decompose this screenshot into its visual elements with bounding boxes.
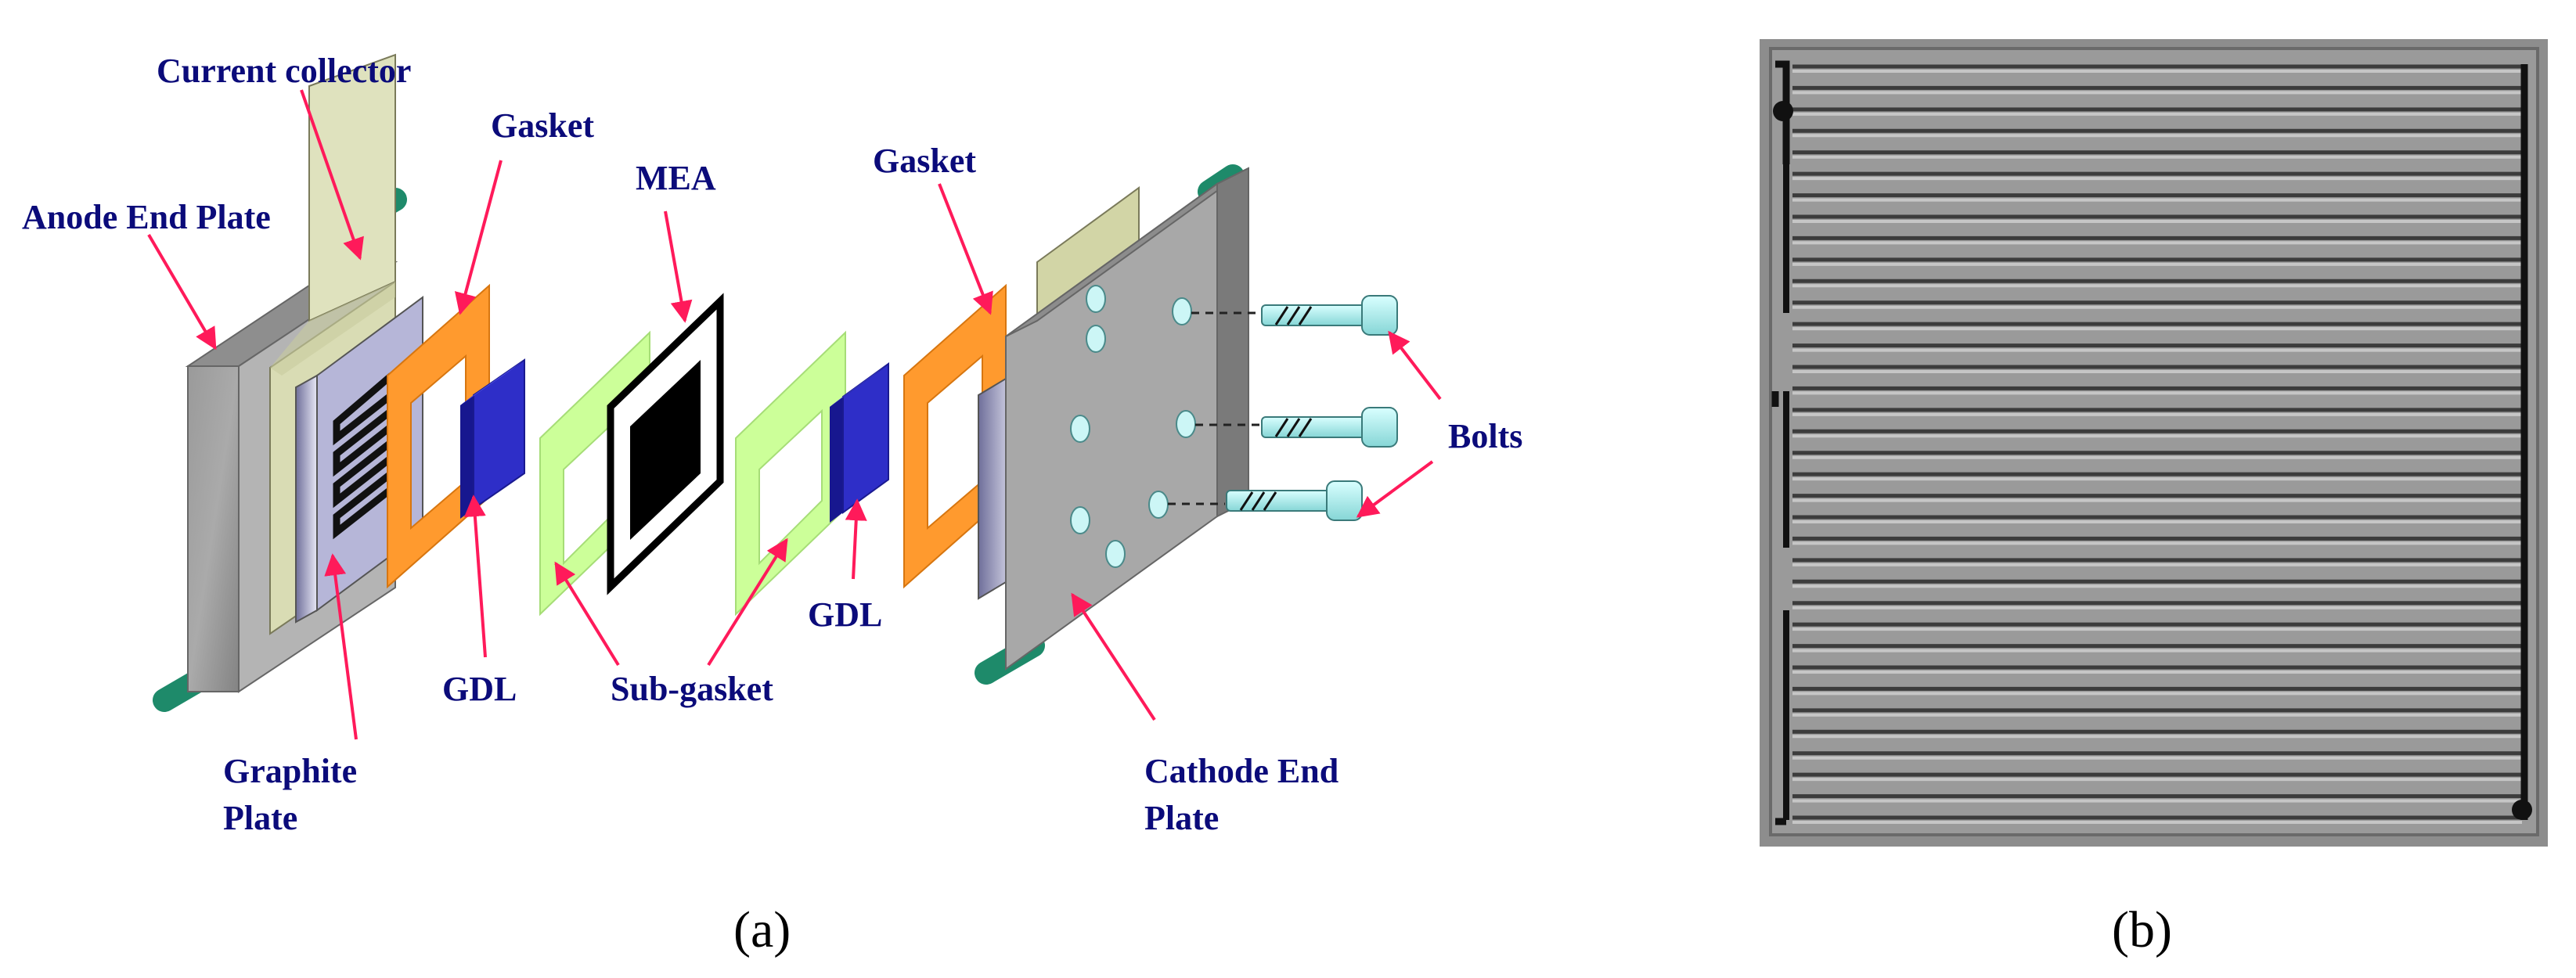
- label-graphite-plate-line2: Plate: [223, 799, 297, 837]
- leader-sub-gasket-right: [707, 538, 788, 667]
- leader-current-collector: [300, 89, 364, 261]
- bolt-1: [1261, 295, 1398, 336]
- label-current-collector: Current collector: [157, 52, 411, 90]
- leader-bolt-1: [1388, 330, 1442, 401]
- label-mea: MEA: [636, 159, 716, 197]
- label-gasket-right: Gasket: [873, 142, 976, 180]
- flow-plate-inlet-port: [1773, 101, 1793, 121]
- label-anode-end-plate: Anode End Plate: [22, 198, 271, 236]
- label-gasket-left: Gasket: [491, 106, 594, 145]
- flow-plate-headers: [1771, 60, 2528, 825]
- flow-field-plate-photo: (b): [1760, 39, 2548, 958]
- label-cathode-end-plate-line1: Cathode End: [1144, 752, 1338, 790]
- label-gdl-left: GDL: [442, 670, 517, 708]
- leader-cathode-end-plate: [1071, 592, 1156, 721]
- label-gdl-right: GDL: [808, 595, 882, 634]
- leader-sub-gasket-left: [554, 561, 620, 667]
- bolt-3: [1226, 480, 1363, 521]
- leader-anode-end-plate: [147, 233, 217, 351]
- leader-bolt-3: [1356, 460, 1434, 518]
- gdl-right: [830, 362, 889, 523]
- gdl-left: [460, 358, 525, 519]
- label-sub-gasket: Sub-gasket: [611, 670, 773, 708]
- flow-channels: [1783, 64, 2527, 824]
- leader-lines: [147, 89, 1442, 740]
- label-graphite-plate-line1: Graphite: [223, 752, 357, 790]
- cathode-end-plate: [1005, 167, 1249, 671]
- flow-plate-frame: [1769, 47, 2539, 836]
- leader-mea: [664, 210, 693, 323]
- leader-gasket-right: [938, 183, 993, 315]
- bolt-guides: [1168, 311, 1260, 505]
- leader-gdl-right: [845, 498, 867, 580]
- part-labels: Current collector Anode End Plate Gasket…: [22, 52, 1522, 837]
- label-bolts: Bolts: [1448, 417, 1522, 455]
- caption-a: (a): [733, 901, 791, 958]
- flow-plate-outlet-port: [2512, 800, 2532, 820]
- leader-graphite-plate: [324, 553, 358, 740]
- bolt-2: [1261, 407, 1398, 448]
- exploded-view-diagram: Current collector Anode End Plate Gasket…: [22, 52, 1522, 958]
- label-cathode-end-plate-line2: Plate: [1144, 799, 1219, 837]
- leader-gdl-left: [463, 494, 487, 658]
- sub-gasket-right: [735, 330, 846, 617]
- leader-gasket-left: [454, 160, 503, 315]
- caption-b: (b): [2112, 901, 2172, 958]
- mea: [607, 293, 724, 595]
